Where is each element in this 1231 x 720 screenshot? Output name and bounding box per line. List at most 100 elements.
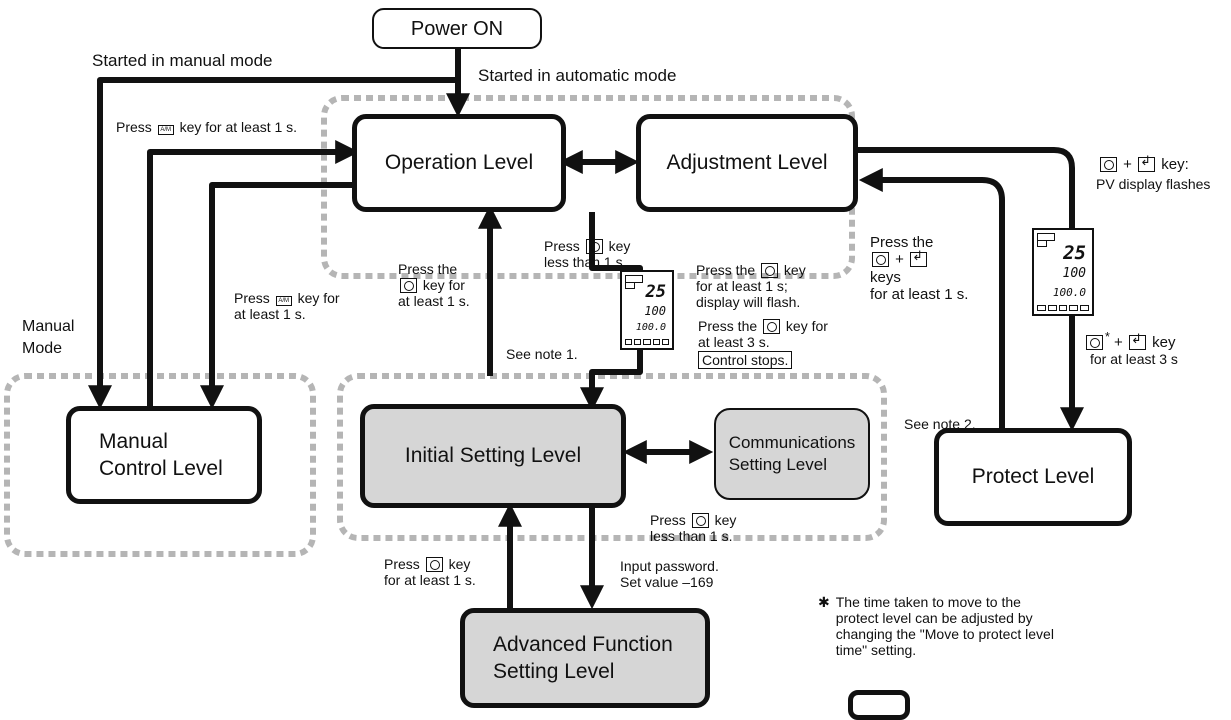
- arrow-protect-to-adjustment: [858, 168, 1005, 438]
- lcd-sv: 100: [1062, 266, 1086, 281]
- press-the-post: key for: [422, 277, 465, 294]
- communications-setting-level-node: Communications Setting Level: [714, 408, 870, 500]
- see-note-1-label: See note 1.: [506, 346, 578, 362]
- flash-pre: Press the: [696, 262, 756, 278]
- round-key-icon: [1086, 335, 1103, 350]
- input-password-label: Input password. Set value –169: [620, 558, 719, 590]
- press-am-key-for-label: Press A/M key for at least 1 s.: [234, 290, 340, 322]
- communications-line-2: Setting Level: [728, 455, 827, 474]
- lcd-pv: 25: [1063, 242, 1086, 264]
- arrow-operation-to-manual: [200, 182, 364, 410]
- lt1-bottom-line2: less than 1 s.: [650, 528, 733, 545]
- three-s-note-label: Press the key for at least 3 s. Control …: [698, 318, 828, 370]
- arrow-power-to-manual: [88, 77, 458, 410]
- enter-key-icon: [1138, 155, 1156, 172]
- manual-mode-line-2: Mode: [22, 340, 63, 358]
- flash-note-label: Press the key for at least 1 s; display …: [696, 262, 806, 310]
- press-key-lt1-bottom-label: Press key less than 1 s.: [650, 512, 736, 544]
- round-key-icon: [1100, 157, 1117, 172]
- operation-level-node: Operation Level: [352, 114, 566, 212]
- initial-setting-level-label: Initial Setting Level: [404, 444, 582, 468]
- adjustment-level-node: Adjustment Level: [636, 114, 858, 212]
- protect-level-node: Protect Level: [934, 428, 1132, 526]
- manual-control-level-node: Manual Control Level: [66, 406, 262, 504]
- power-on-label: Power ON: [410, 17, 504, 40]
- flash-line2: for at least 1 s;: [696, 278, 788, 295]
- lt1-top-line2: less than 1 s.: [544, 254, 627, 271]
- enter-key-icon: [1128, 333, 1146, 350]
- press-the-keys-label: Press the + keys for at least 1 s.: [870, 234, 968, 303]
- press-am2-pre: Press: [234, 290, 270, 306]
- am-key-icon: A/M: [157, 125, 174, 135]
- lt1-top-post: key: [608, 238, 631, 254]
- plus-sign: +: [895, 251, 904, 269]
- key1s-bottom-line2: for at least 1 s.: [384, 572, 476, 589]
- manual-mode-region: [4, 373, 316, 557]
- press-am-post: key for at least 1 s.: [179, 119, 298, 135]
- legend-box: [848, 690, 910, 720]
- lcd-mv: 100.0: [1052, 286, 1086, 299]
- communications-line-1: Communications: [728, 432, 856, 452]
- started-automatic-label: Started in automatic mode: [478, 66, 677, 85]
- pv-flash-post: key:: [1161, 156, 1189, 173]
- power-on-node: Power ON: [372, 8, 542, 49]
- password-line1: Input password.: [620, 558, 719, 574]
- press-am-pre: Press: [116, 119, 152, 135]
- initial-setting-region: [337, 373, 887, 541]
- manual-control-line-2: Control Level: [99, 457, 223, 480]
- lcd-pv: 25: [645, 282, 666, 302]
- lcd-mv: 100.0: [635, 322, 666, 333]
- advanced-function-setting-level-node: Advanced Function Setting Level: [460, 608, 710, 708]
- asterisk-icon: ✱: [818, 594, 830, 610]
- footnote-line1: The time taken to move to the: [835, 594, 1021, 610]
- key1s-bottom-post: key: [448, 556, 471, 572]
- round-key-icon: [872, 252, 889, 268]
- press-key-1s-bottom-label: Press key for at least 1 s.: [384, 556, 476, 588]
- round-key-icon: [400, 278, 417, 294]
- advanced-line-2: Setting Level: [493, 660, 615, 683]
- arrow-manual-to-operation: [147, 140, 360, 406]
- press-the-line3: at least 1 s.: [398, 293, 470, 310]
- plus-sign: +: [1114, 334, 1123, 351]
- pv-flash-line2: PV display flashes: [1096, 176, 1211, 193]
- protect-3s-line2: for at least 3 s: [1090, 351, 1178, 368]
- press-key-lt1-top-label: Press key less than 1 s.: [544, 238, 630, 270]
- press-the-key-1s-label: Press the key for at least 1 s.: [398, 261, 470, 309]
- see-note-2-label: See note 2.: [904, 416, 976, 432]
- press-am2-post: key for: [297, 290, 340, 306]
- lcd-sv: 100: [644, 304, 666, 318]
- footnote: ✱ The time taken to move to the protect …: [818, 594, 1054, 658]
- keys-line1: Press the: [870, 234, 934, 251]
- round-key-icon: [585, 239, 603, 254]
- protect-3s-label: * + key for at least 3 s: [1084, 330, 1178, 367]
- flash-post: key: [783, 262, 806, 278]
- three-s-line2: at least 3 s.: [698, 334, 770, 351]
- manual-mode-label: Manual Mode: [22, 318, 74, 359]
- round-key-icon: [691, 513, 709, 528]
- protect-level-label: Protect Level: [971, 465, 1095, 489]
- press-the-line1: Press the: [398, 261, 458, 277]
- advanced-line-1: Advanced Function: [493, 632, 673, 656]
- lt1-bottom-pre: Press: [650, 512, 686, 528]
- press-am-1s-label: Press A/M key for at least 1 s.: [116, 119, 297, 135]
- keys-line3: keys: [870, 268, 901, 286]
- round-key-icon: [425, 557, 443, 572]
- enter-key-icon: [910, 250, 928, 268]
- round-key-icon: [763, 319, 781, 334]
- footnote-line3: changing the "Move to protect level: [835, 626, 1054, 643]
- footnote-line4: time" setting.: [835, 642, 917, 659]
- am-key-icon: A/M: [275, 296, 292, 306]
- round-key-icon: [761, 263, 779, 278]
- press-am2-line2: at least 1 s.: [234, 306, 306, 323]
- manual-control-line-1: Manual: [99, 429, 168, 453]
- lcd-display-icon: 25 100 100.0: [1032, 228, 1094, 316]
- arrow-adjustment-to-protect: [858, 147, 1084, 432]
- three-s-post: key for: [785, 318, 828, 334]
- control-stops-label: Control stops.: [698, 351, 793, 370]
- pv-flash-label: + key: PV display flashes: [1096, 155, 1211, 193]
- started-manual-label: Started in manual mode: [92, 51, 273, 70]
- adjustment-level-label: Adjustment Level: [666, 151, 828, 175]
- keys-line4: for at least 1 s.: [870, 285, 969, 303]
- lt1-top-pre: Press: [544, 238, 580, 254]
- protect-3s-post: key: [1152, 334, 1176, 351]
